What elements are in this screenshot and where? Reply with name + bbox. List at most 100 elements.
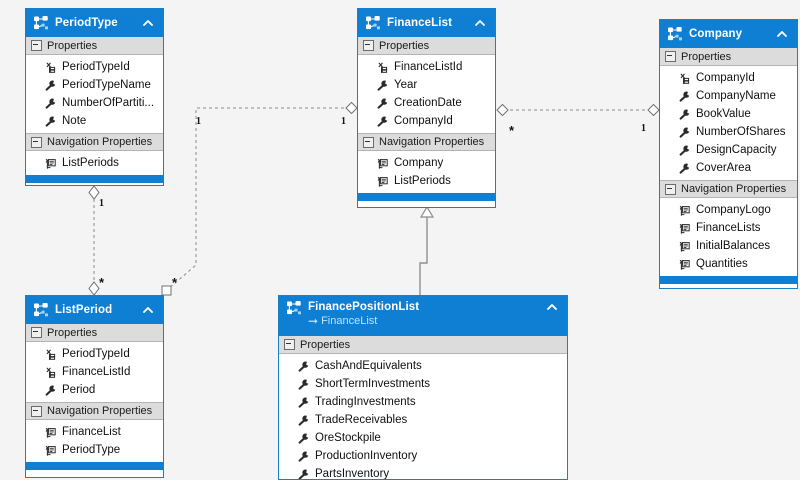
property-row[interactable]: FinanceLists	[660, 219, 797, 237]
section-header-company-1[interactable]: Navigation Properties	[660, 180, 797, 198]
property-row[interactable]: ProductionInventory	[279, 447, 567, 465]
collapse-icon[interactable]	[31, 327, 42, 338]
entity-header-listperiod[interactable]: ListPeriod	[26, 296, 163, 324]
key-icon	[44, 348, 57, 361]
property-row[interactable]: CompanyId	[660, 69, 797, 87]
property-row[interactable]: InitialBalances	[660, 237, 797, 255]
wrench-icon	[678, 90, 691, 103]
entity-header-financelist[interactable]: FinanceList	[358, 9, 495, 37]
property-row[interactable]: ListPeriods	[358, 172, 495, 190]
wrench-icon	[678, 108, 691, 121]
property-row[interactable]: PeriodType	[26, 441, 163, 459]
key-icon	[44, 366, 57, 379]
collapse-icon[interactable]	[31, 40, 42, 51]
entity-icon	[667, 26, 683, 42]
association-periodtype-listperiod[interactable]	[88, 185, 100, 296]
property-row[interactable]: CompanyName	[660, 87, 797, 105]
entity-header-periodtype[interactable]: PeriodType	[26, 9, 163, 37]
section-header-listperiod-0[interactable]: Properties	[26, 324, 163, 342]
property-row[interactable]: CreationDate	[358, 94, 495, 112]
property-label: Quantities	[696, 257, 748, 270]
property-row[interactable]: BookValue	[660, 105, 797, 123]
section-header-company-0[interactable]: Properties	[660, 48, 797, 66]
navigation-property-icon	[678, 204, 691, 217]
property-row[interactable]: TradingInvestments	[279, 393, 567, 411]
section-header-periodtype-0[interactable]: Properties	[26, 37, 163, 55]
wrench-icon	[297, 432, 310, 445]
chevron-up-icon[interactable]	[775, 27, 789, 41]
wrench-icon	[44, 97, 57, 110]
property-row[interactable]: FinanceList	[26, 423, 163, 441]
property-row[interactable]: CompanyLogo	[660, 201, 797, 219]
chevron-up-icon[interactable]	[141, 303, 155, 317]
collapse-icon[interactable]	[665, 183, 676, 195]
section-header-listperiod-1[interactable]: Navigation Properties	[26, 402, 163, 420]
wrench-icon	[44, 79, 57, 92]
entity-title-wrap: Company	[689, 27, 775, 41]
property-row[interactable]: PeriodTypeId	[26, 58, 163, 76]
wrench-icon	[376, 97, 389, 110]
property-row[interactable]: OreStockpile	[279, 429, 567, 447]
section-header-financelist-1[interactable]: Navigation Properties	[358, 133, 495, 151]
property-row[interactable]: PeriodTypeName	[26, 76, 163, 94]
property-row[interactable]: TradeReceivables	[279, 411, 567, 429]
property-row[interactable]: Quantities	[660, 255, 797, 273]
multiplicity-label-financelist-listperiod-source: 1	[196, 116, 201, 127]
property-row[interactable]: Company	[358, 154, 495, 172]
chevron-up-icon[interactable]	[141, 16, 155, 30]
property-row[interactable]: ListPeriods	[26, 154, 163, 172]
entity-header-company[interactable]: Company	[660, 20, 797, 48]
wrench-icon	[678, 144, 691, 157]
chevron-up-icon[interactable]	[545, 300, 559, 314]
collapse-icon[interactable]	[363, 136, 374, 148]
collapse-icon[interactable]	[31, 136, 42, 148]
property-row[interactable]: PeriodTypeId	[26, 345, 163, 363]
property-label: OreStockpile	[315, 431, 381, 444]
collapse-icon[interactable]	[284, 339, 295, 350]
entity-header-financepositionlist[interactable]: FinancePositionList➞FinanceList	[279, 296, 567, 336]
navigation-property-icon	[678, 222, 691, 235]
property-row[interactable]: FinanceListId	[26, 363, 163, 381]
property-row[interactable]: PartsInventory	[279, 465, 567, 479]
section-header-financepositionlist-0[interactable]: Properties	[279, 336, 567, 354]
property-label: InitialBalances	[696, 239, 771, 252]
collapse-icon[interactable]	[665, 51, 676, 62]
wrench-icon	[297, 378, 310, 391]
association-financelist-listperiod[interactable]	[161, 101, 358, 296]
property-row[interactable]: DesignCapacity	[660, 141, 797, 159]
property-row[interactable]: Note	[26, 112, 163, 130]
navigation-property-icon	[376, 157, 389, 170]
multiplicity-label-financelist-left-endpoint: 1	[341, 116, 346, 127]
property-row[interactable]: CompanyId	[358, 112, 495, 130]
property-row[interactable]: Period	[26, 381, 163, 399]
association-inheritance-financepositionlist[interactable]	[419, 205, 435, 295]
property-row[interactable]: ShortTermInvestments	[279, 375, 567, 393]
property-row[interactable]: NumberOfPartiti...	[26, 94, 163, 112]
property-label: FinanceList	[62, 425, 121, 438]
section-label: Navigation Properties	[47, 405, 153, 417]
collapse-icon[interactable]	[31, 405, 42, 417]
property-row[interactable]: FinanceListId	[358, 58, 495, 76]
section-header-financelist-0[interactable]: Properties	[358, 37, 495, 55]
navigation-property-icon	[678, 240, 691, 253]
property-row[interactable]: NumberOfShares	[660, 123, 797, 141]
property-row[interactable]: Year	[358, 76, 495, 94]
key-icon	[678, 72, 691, 85]
association-financelist-company[interactable]	[496, 103, 660, 117]
section-header-periodtype-1[interactable]: Navigation Properties	[26, 133, 163, 151]
chevron-up-icon[interactable]	[473, 16, 487, 30]
property-row[interactable]: CoverArea	[660, 159, 797, 177]
property-row[interactable]: CashAndEquivalents	[279, 357, 567, 375]
collapse-icon[interactable]	[363, 40, 374, 51]
